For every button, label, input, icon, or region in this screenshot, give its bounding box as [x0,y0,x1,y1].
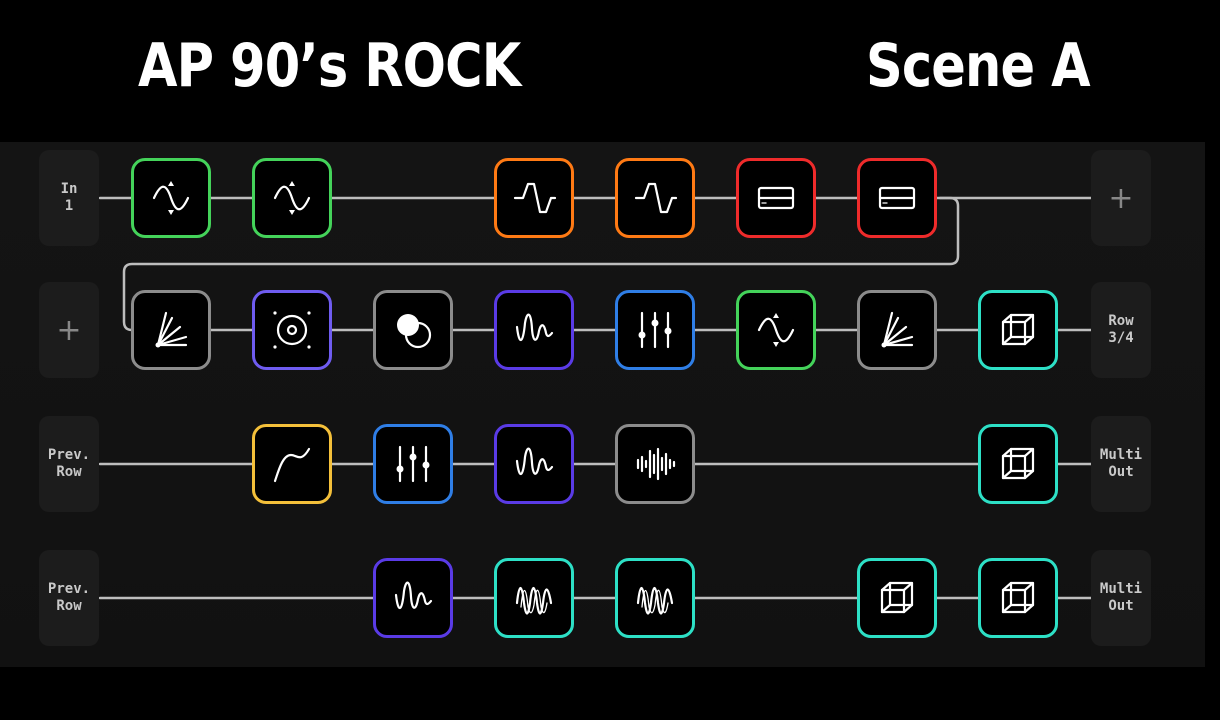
effect-block-cube[interactable] [978,290,1058,370]
eq-sliders-icon [638,311,672,349]
effect-block-curve[interactable] [252,424,332,504]
multi-wave-icon [636,586,674,615]
effect-block-multi-wave[interactable] [615,558,695,638]
effect-block-delay-wave[interactable] [494,290,574,370]
cube-icon [880,581,914,614]
circles-icon [397,314,432,349]
fan-icon [155,311,188,348]
filter-wave-icon [273,181,311,215]
effect-block-delay-wave[interactable] [373,558,453,638]
effect-block-multi-wave[interactable] [494,558,574,638]
effect-block-speaker[interactable] [252,290,332,370]
delay-wave-icon [394,581,433,610]
amp-wave-icon [634,182,678,214]
row-output-4[interactable]: Multi Out [1091,550,1151,646]
effect-block-cube[interactable] [857,558,937,638]
row-input-1[interactable]: In 1 [39,150,99,246]
effect-block-delay-wave[interactable] [494,424,574,504]
row-output-3[interactable]: Multi Out [1091,416,1151,512]
delay-wave-icon [515,313,554,342]
bars-icon [636,447,676,481]
add-output-button[interactable]: + [1091,150,1151,246]
curve-icon [273,447,311,483]
effect-block-amp-wave[interactable] [494,158,574,238]
effect-block-eq-sliders[interactable] [615,290,695,370]
row-output-2[interactable]: Row 3/4 [1091,282,1151,378]
effect-block-cab[interactable] [857,158,937,238]
filter-wave-icon [152,181,190,215]
scene-name[interactable]: Scene A [866,31,1091,101]
add-row-button[interactable]: + [39,282,99,378]
effect-block-cab[interactable] [736,158,816,238]
cab-icon [878,186,916,210]
cab-icon [757,186,795,210]
row-input-4[interactable]: Prev. Row [39,550,99,646]
amp-wave-icon [513,182,557,214]
fan-icon [881,311,914,348]
effect-block-cube[interactable] [978,558,1058,638]
effect-block-filter-wave[interactable] [252,158,332,238]
preset-name: AP 90’s ROCK [138,31,521,101]
effect-block-filter-wave[interactable] [736,290,816,370]
filter-wave-icon [757,313,795,347]
effect-block-filter-wave[interactable] [131,158,211,238]
effect-block-cube[interactable] [978,424,1058,504]
effect-block-bars[interactable] [615,424,695,504]
eq-sliders-icon [396,445,430,483]
effect-block-circles[interactable] [373,290,453,370]
cube-icon [1001,313,1035,346]
row-input-3[interactable]: Prev. Row [39,416,99,512]
multi-wave-icon [515,586,553,615]
speaker-icon [273,311,311,349]
delay-wave-icon [515,447,554,476]
cube-icon [1001,581,1035,614]
cube-icon [1001,447,1035,480]
effect-block-fan[interactable] [857,290,937,370]
effect-block-fan[interactable] [131,290,211,370]
effect-block-amp-wave[interactable] [615,158,695,238]
effect-block-eq-sliders[interactable] [373,424,453,504]
